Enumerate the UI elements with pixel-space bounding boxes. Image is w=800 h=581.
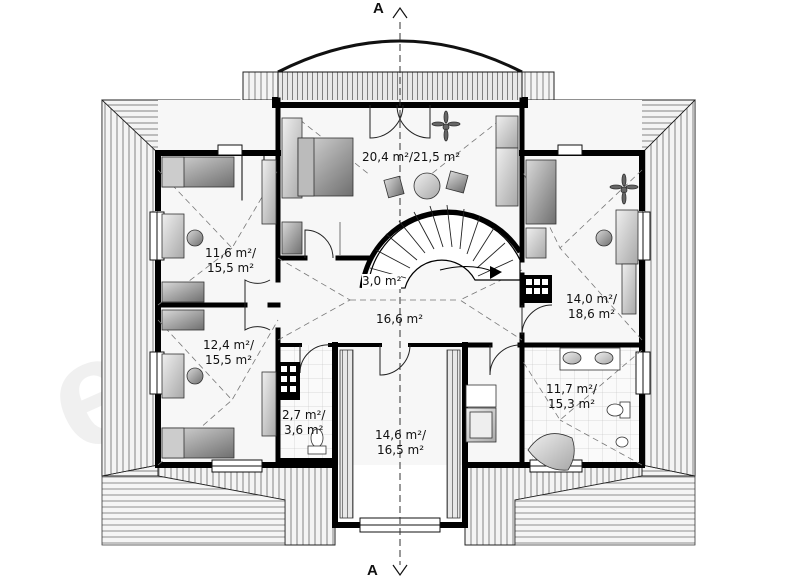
room-area: 3,0 m² [362,274,402,288]
section-line [392,6,408,577]
room-label-bedroom-sw: 12,4 m²/ 15,5 m² [203,338,254,368]
room-area: 14,6 m²/ [375,428,427,442]
roof-east [552,99,696,477]
room-label-bedroom-nw: 11,6 m²/ 15,5 m² [205,246,256,276]
room-area-secondary: 15,5 m² [205,353,253,367]
room-label-bedroom-e: 14,0 m²/ 18,6 m² [566,292,617,322]
room-area: 12,4 m²/ [203,338,255,352]
room-area: 11,6 m²/ [205,246,257,260]
room-area: 11,7 m²/ [546,382,598,396]
room-area-secondary: 15,5 m² [207,261,255,275]
chimneys [278,275,552,400]
room-area-secondary: 15,3 m² [548,397,596,411]
room-label-hall: 16,6 m² [376,312,423,327]
room-area-secondary: 16,5 m² [377,443,425,457]
section-mark-bottom: A [367,562,378,579]
room-label-bathroom: 11,7 m²/ 15,3 m² [546,382,597,412]
room-label-wc: 2,7 m²/ 3,6 m² [282,408,325,438]
roof-south [101,464,696,546]
doors [244,104,553,376]
section-mark-top: A [373,0,384,17]
room-label-wardrobe: 14,6 m²/ 16,5 m² [375,428,426,458]
room-area-secondary: 18,6 m² [568,307,616,321]
room-area: 20,4 m²/21,5 m² [362,150,461,164]
room-label-master-bedroom: 20,4 m²/21,5 m² [362,150,460,165]
room-area: 2,7 m²/ [282,408,326,422]
room-label-stair: 3,0 m² [362,274,402,289]
furniture [161,110,639,519]
room-area-secondary: 3,6 m² [284,423,324,437]
room-area: 16,6 m² [376,312,424,326]
room-area: 14,0 m²/ [566,292,618,306]
